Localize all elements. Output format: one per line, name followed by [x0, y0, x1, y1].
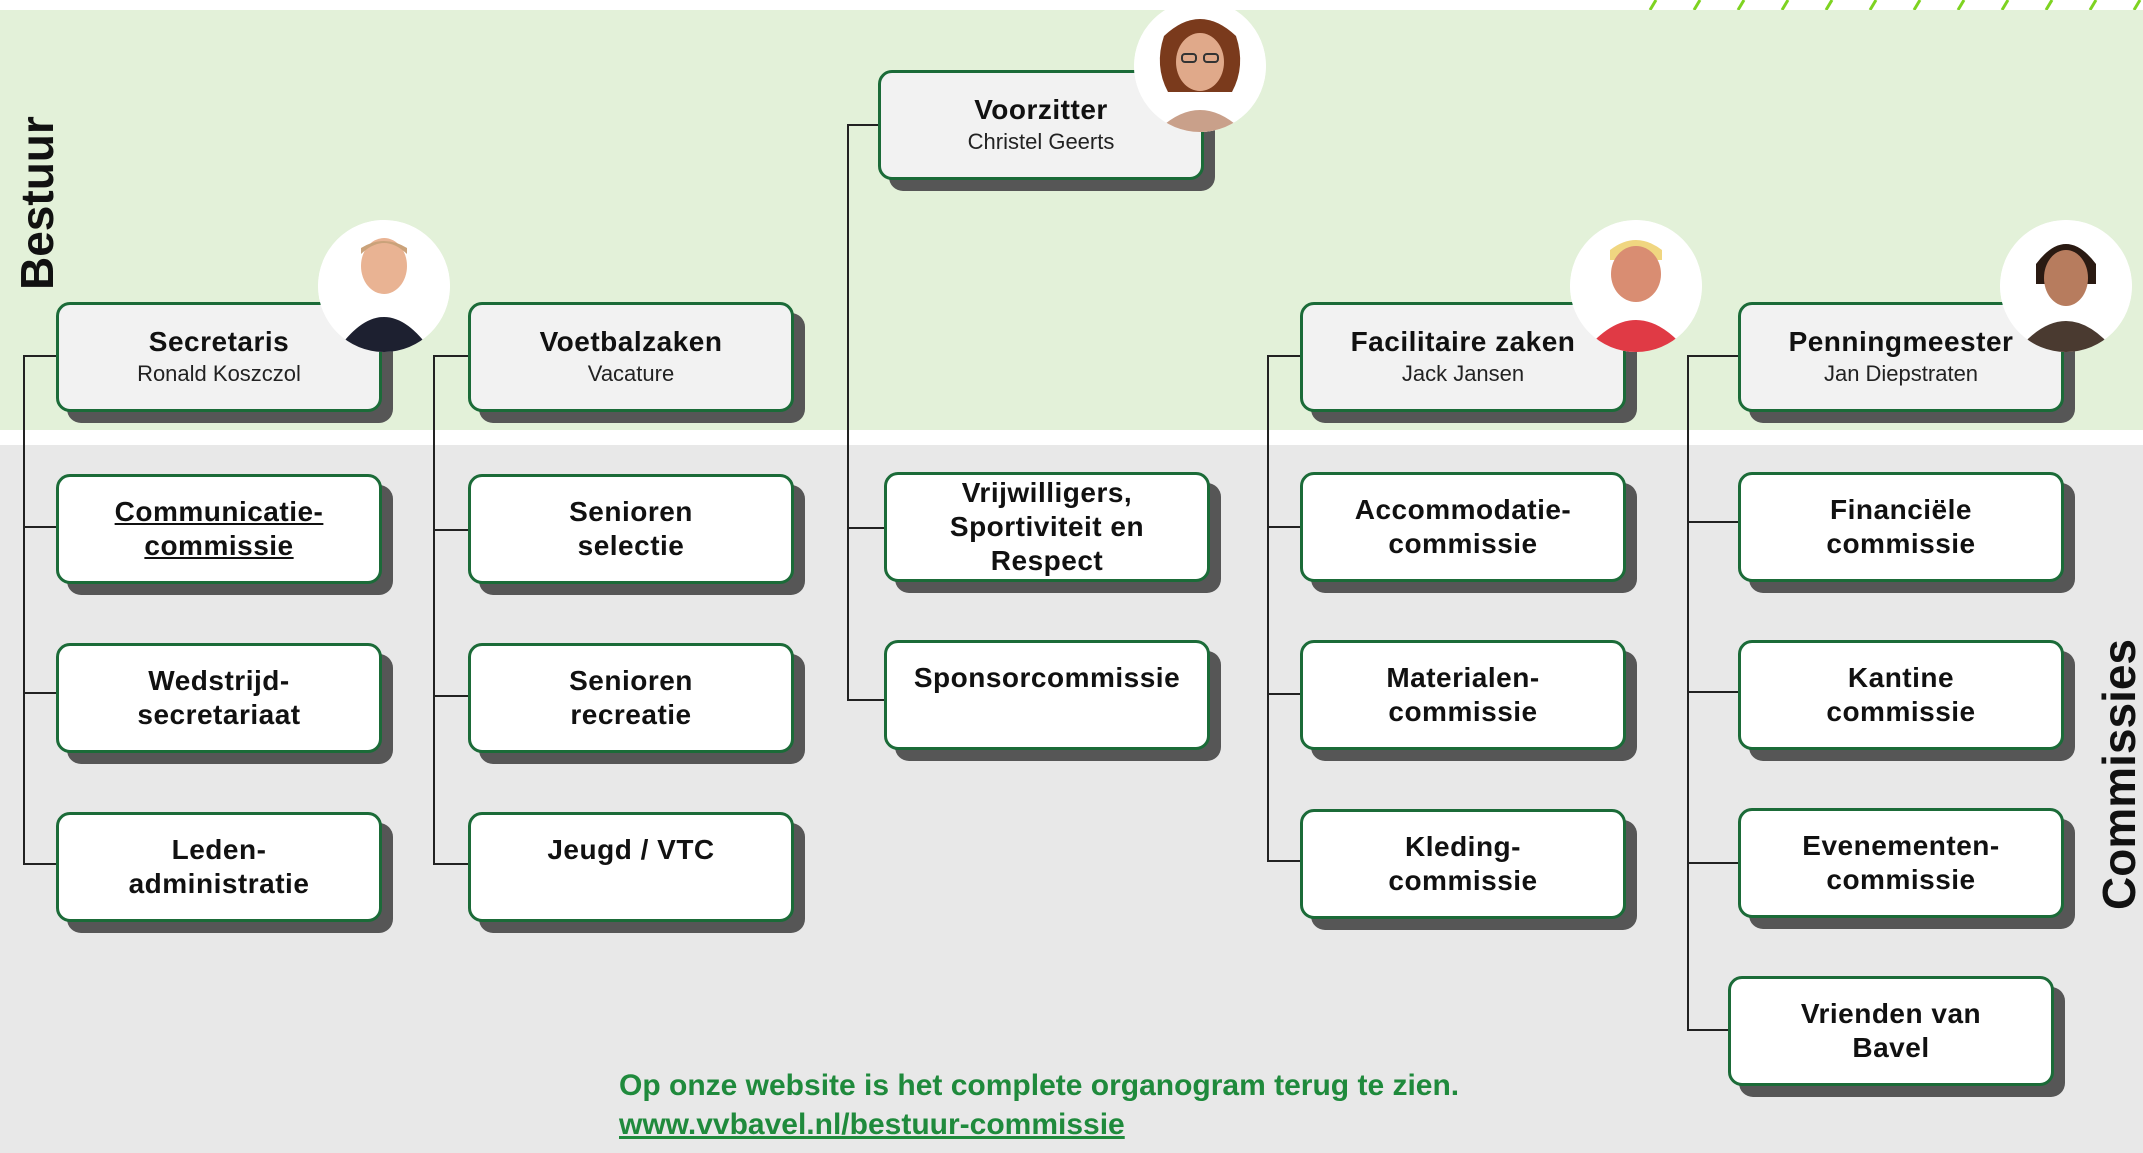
- person-photo-icon: [1570, 220, 1702, 352]
- commissie-line[interactable]: commissie: [144, 530, 294, 561]
- voorzitter-name: Christel Geerts: [967, 129, 1115, 154]
- commissie-line: Vrijwilligers,: [961, 477, 1133, 508]
- commissie-line: Evenementen-: [1802, 830, 2000, 861]
- commissie-line: Vrienden van: [1800, 998, 1982, 1029]
- commissie-box: Materialen- commissie: [1300, 640, 1626, 750]
- footer-text: Op onze website is het complete organogr…: [619, 1069, 1460, 1102]
- commissie-box: Jeugd / VTC: [468, 812, 794, 922]
- commissie-box: Vrienden van Bavel: [1728, 976, 2054, 1086]
- person-photo-icon: [2000, 220, 2132, 352]
- commissie-box: Financiële commissie: [1738, 472, 2064, 582]
- commissie-box: Leden- administratie: [56, 812, 382, 922]
- website-link[interactable]: www.vvbavel.nl/bestuur-commissie: [619, 1108, 1125, 1141]
- commissie-box: Senioren selectie: [468, 474, 794, 584]
- secretaris-name: Ronald Koszczol: [137, 361, 301, 386]
- commissie-box: Kantine commissie: [1738, 640, 2064, 750]
- penningmeester-title: Penningmeester: [1788, 326, 2014, 357]
- commissie-line: commissie: [1388, 865, 1538, 896]
- person-photo-icon: [1134, 0, 1266, 132]
- penningmeester-name: Jan Diepstraten: [1823, 361, 1979, 386]
- commissie-line: secretariaat: [137, 699, 301, 730]
- footer: Op onze website is het complete organogr…: [619, 1066, 1459, 1144]
- commissie-box: Communicatie- commissie: [56, 474, 382, 584]
- commissie-box: Vrijwilligers, Sportiviteit en Respect: [884, 472, 1210, 582]
- commissie-box: Wedstrijd- secretariaat: [56, 643, 382, 753]
- commissie-line: Sponsorcommissie: [913, 662, 1181, 693]
- voetbalzaken-box: Voetbalzaken Vacature: [468, 302, 794, 412]
- commissie-box: Sponsorcommissie: [884, 640, 1210, 750]
- commissie-box: Kleding- commissie: [1300, 809, 1626, 919]
- commissie-box: Evenementen- commissie: [1738, 808, 2064, 918]
- commissie-line: Jeugd / VTC: [547, 834, 715, 865]
- commissie-line: Respect: [990, 545, 1104, 576]
- commissie-line: Kleding-: [1405, 831, 1521, 862]
- commissie-line: Kantine: [1847, 662, 1955, 693]
- voorzitter-box: Voorzitter Christel Geerts: [878, 70, 1204, 180]
- commissie-line: Leden-: [171, 834, 267, 865]
- commissie-line: commissie: [1388, 696, 1538, 727]
- commissie-box: Senioren recreatie: [468, 643, 794, 753]
- facilitaire-title: Facilitaire zaken: [1350, 326, 1576, 357]
- secretaris-title: Secretaris: [148, 326, 290, 357]
- facilitaire-name: Jack Jansen: [1401, 361, 1525, 386]
- voorzitter-title: Voorzitter: [974, 94, 1108, 125]
- commissie-line: Senioren: [569, 496, 693, 527]
- commissie-line: Materialen-: [1386, 662, 1540, 693]
- commissie-line: commissie: [1826, 528, 1976, 559]
- commissie-line: Accommodatie-: [1354, 494, 1572, 525]
- commissie-line[interactable]: Communicatie-: [114, 496, 324, 527]
- commissie-line: recreatie: [570, 699, 692, 730]
- voetbalzaken-name: Vacature: [587, 361, 675, 386]
- commissie-line: Bavel: [1852, 1032, 1930, 1063]
- voetbalzaken-title: Voetbalzaken: [539, 326, 723, 357]
- commissie-line: Senioren: [569, 665, 693, 696]
- commissie-line: commissie: [1826, 696, 1976, 727]
- commissie-box: Accommodatie- commissie: [1300, 472, 1626, 582]
- commissie-line: Sportiviteit en: [949, 511, 1145, 542]
- commissie-line: Wedstrijd-: [148, 665, 290, 696]
- commissie-line: Financiële: [1830, 494, 1972, 525]
- commissie-line: administratie: [128, 868, 310, 899]
- decorative-dashes: [1648, 0, 2142, 10]
- person-photo-icon: [318, 220, 450, 352]
- facilitaire-box: Facilitaire zaken Jack Jansen: [1300, 302, 1626, 412]
- penningmeester-box: Penningmeester Jan Diepstraten: [1738, 302, 2064, 412]
- commissie-line: commissie: [1388, 528, 1538, 559]
- commissie-line: selectie: [577, 530, 685, 561]
- commissie-line: commissie: [1826, 864, 1976, 895]
